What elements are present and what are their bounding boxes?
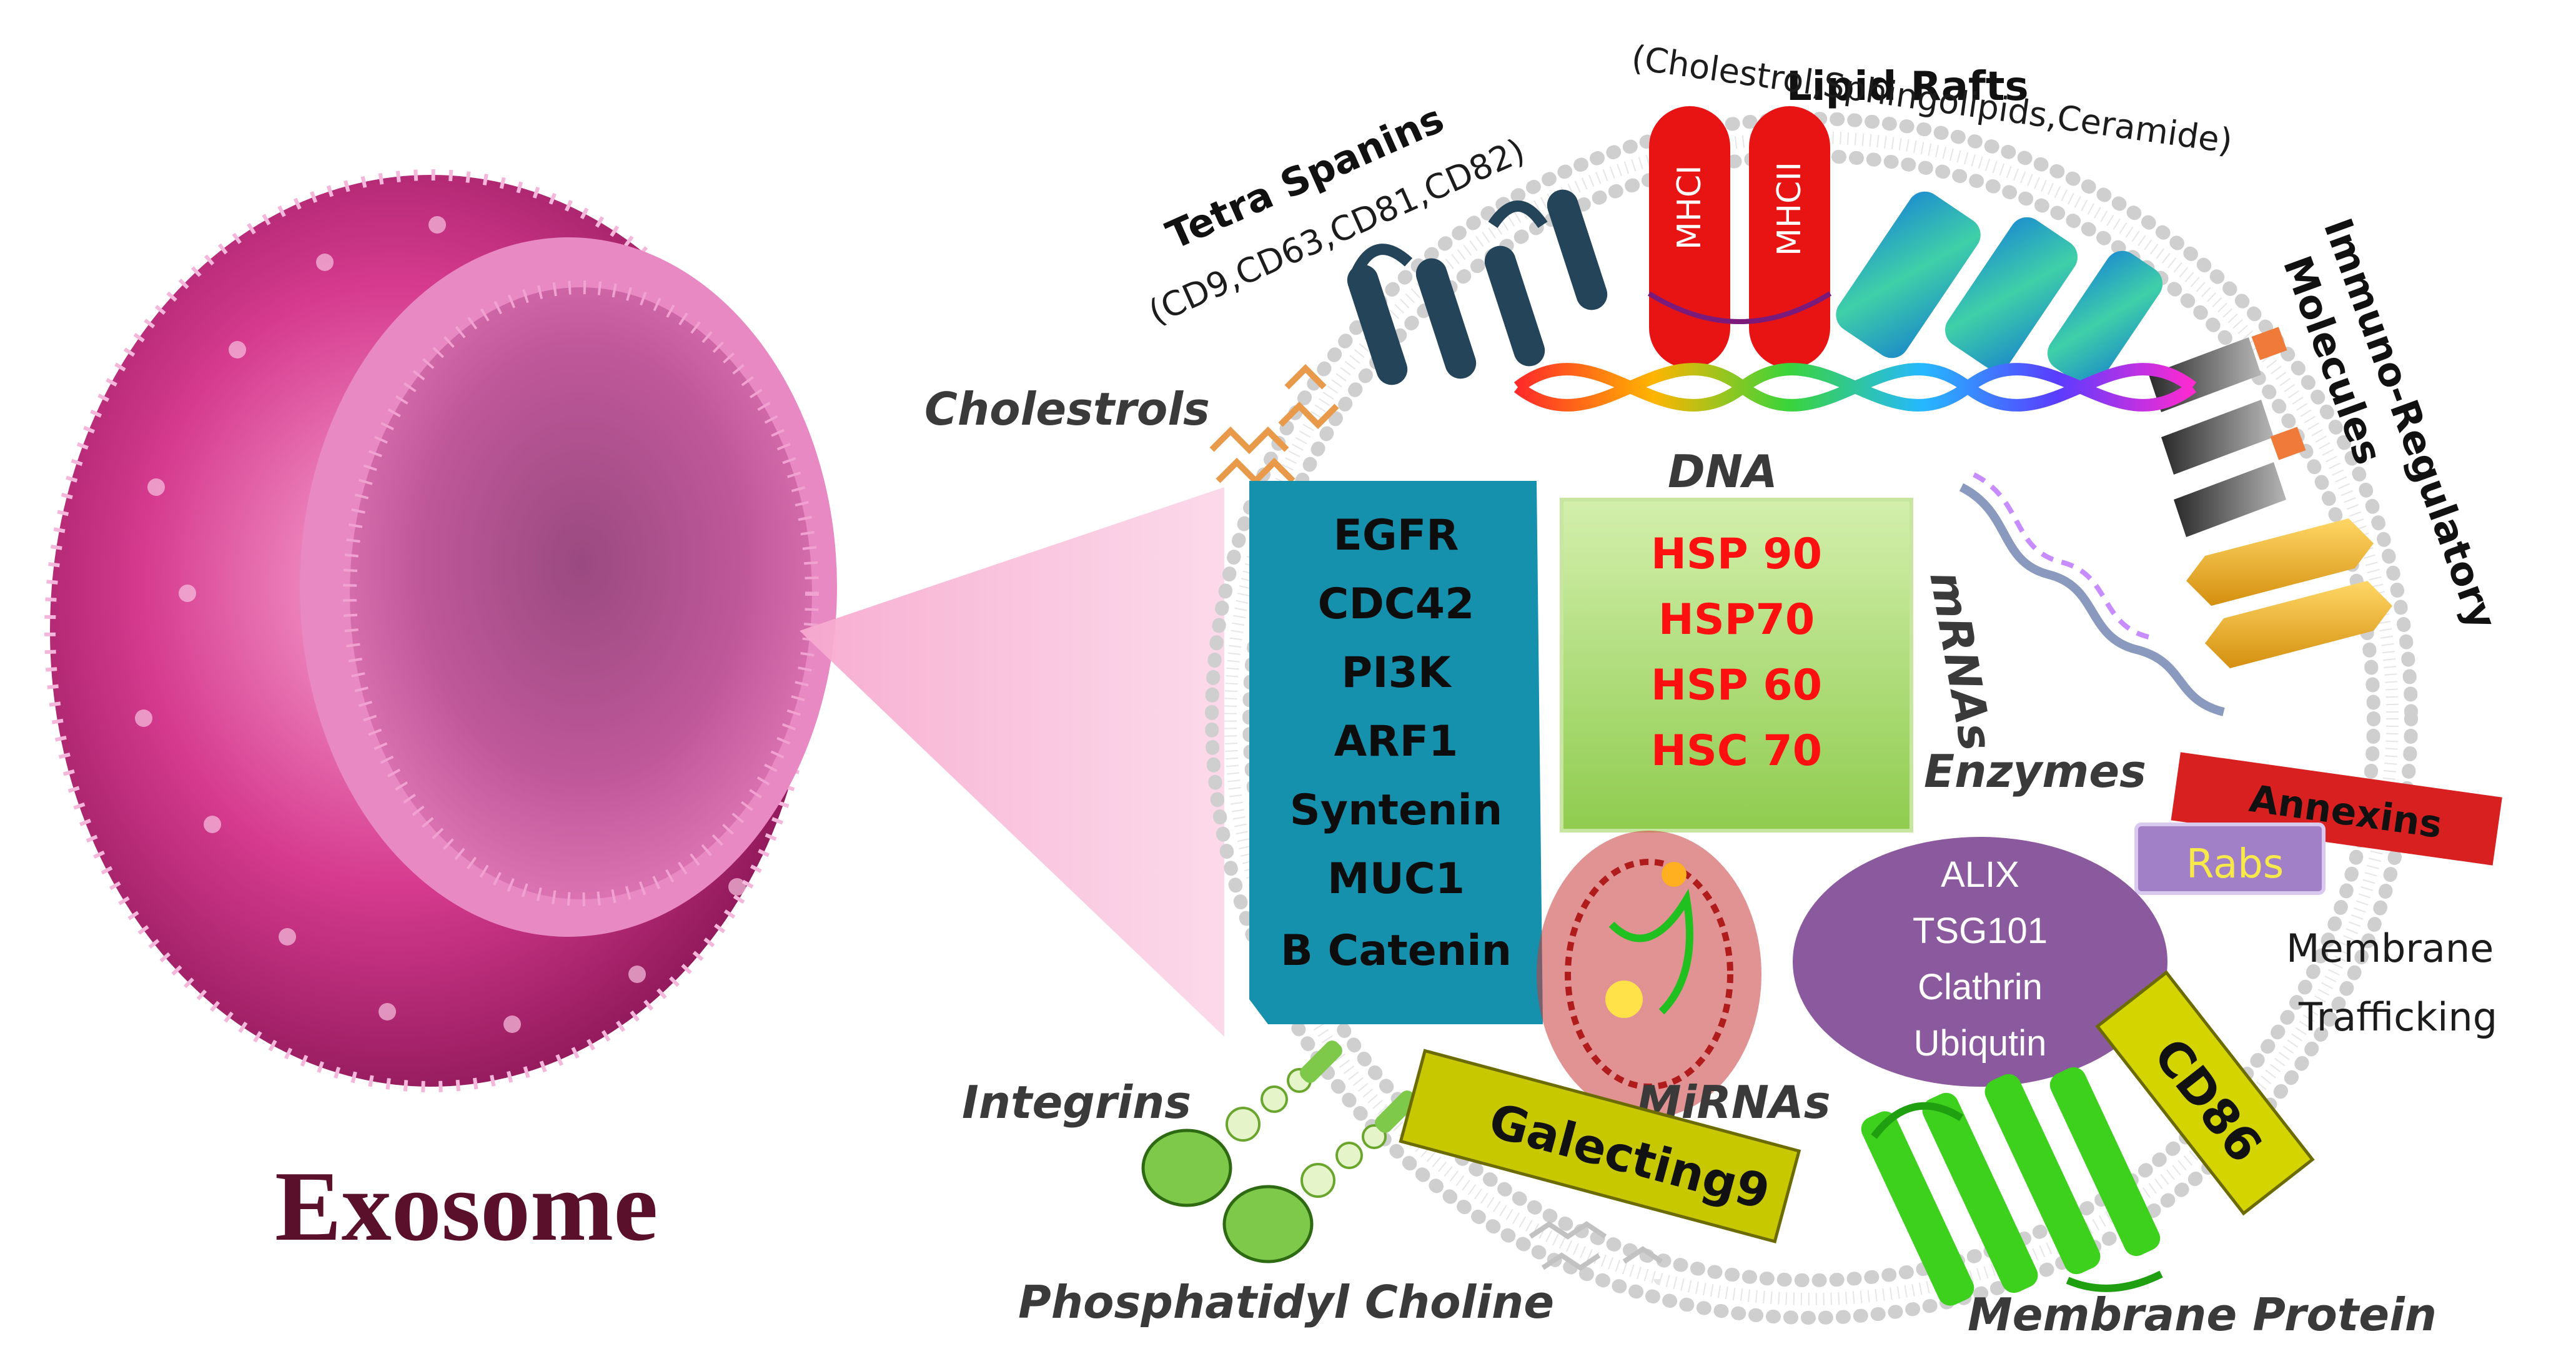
purple-item-3: Ubiqutin [1914,1023,2047,1064]
rabs-box: Rabs [2134,823,2326,895]
mhc1-label: MHCI [1671,165,1708,250]
blue-item-6: B Catenin [1281,926,1512,976]
phosphatidyl-choline-molecule [1528,1221,1663,1271]
mirna-protein-structure [1537,831,1761,1118]
membrane-trafficking-line2: Trafficking [2298,994,2497,1040]
green-item-2: HSP 60 [1651,661,1822,710]
dna-helix [1513,356,2197,418]
immuno-regulatory-molecules [2149,327,2392,668]
green-hsp-box: HSP 90 HSP70 HSP 60 HSC 70 [1560,498,1913,833]
integrin-proteins [1141,1040,1417,1263]
green-item-1: HSP70 [1658,595,1815,645]
blue-item-5: MUC1 [1327,854,1465,904]
purple-item-1: TSG101 [1913,911,2048,951]
blue-item-3: ARF1 [1334,717,1459,766]
green-item-0: HSP 90 [1651,530,1822,579]
mrna-strand [1959,472,2225,716]
green-item-3: HSC 70 [1651,726,1822,776]
blue-item-4: Syntenin [1290,786,1502,835]
mhc-molecules: MHCI MHCII [1647,106,1832,368]
phosphatidyl-choline-label: Phosphatidyl Choline [1018,1276,1554,1328]
mhc2-label: MHCII [1771,162,1808,256]
purple-item-0: ALIX [1941,854,2019,895]
blue-item-1: CDC42 [1318,580,1475,629]
exosome-illustration [44,169,837,1092]
blue-protein-box: EGFR CDC42 PI3K ARF1 Syntenin MUC1 B Cat… [1249,481,1543,1024]
integrins-label: Integrins [962,1076,1191,1129]
rabs-label: Rabs [2186,841,2284,887]
purple-item-2: Clathrin [1918,967,2043,1007]
lipid-raft-bars [1836,191,2163,387]
lipid-rafts-title: Lipid Rafts [1786,64,2029,110]
cholesterol-molecules [1209,363,1339,486]
zoom-cone [800,487,1224,1037]
cholestrols-label: Cholestrols [924,383,1210,435]
mrnas-label: mRNAs [1920,567,2003,754]
escrt-oval: ALIX TSG101 Clathrin Ubiqutin [1793,837,2167,1087]
dna-label: DNA [1668,445,1778,498]
membrane-protein-helices [1861,1067,2163,1306]
blue-item-2: PI3K [1341,648,1452,698]
tetraspanin-proteins [1347,189,1608,385]
exosome-label: Exosome [275,1150,658,1262]
membrane-trafficking-line1: Membrane [2286,926,2494,971]
enzymes-label: Enzymes [1924,745,2146,798]
membrane-protein-label: Membrane Protein [1968,1288,2437,1341]
blue-item-0: EGFR [1333,511,1459,560]
